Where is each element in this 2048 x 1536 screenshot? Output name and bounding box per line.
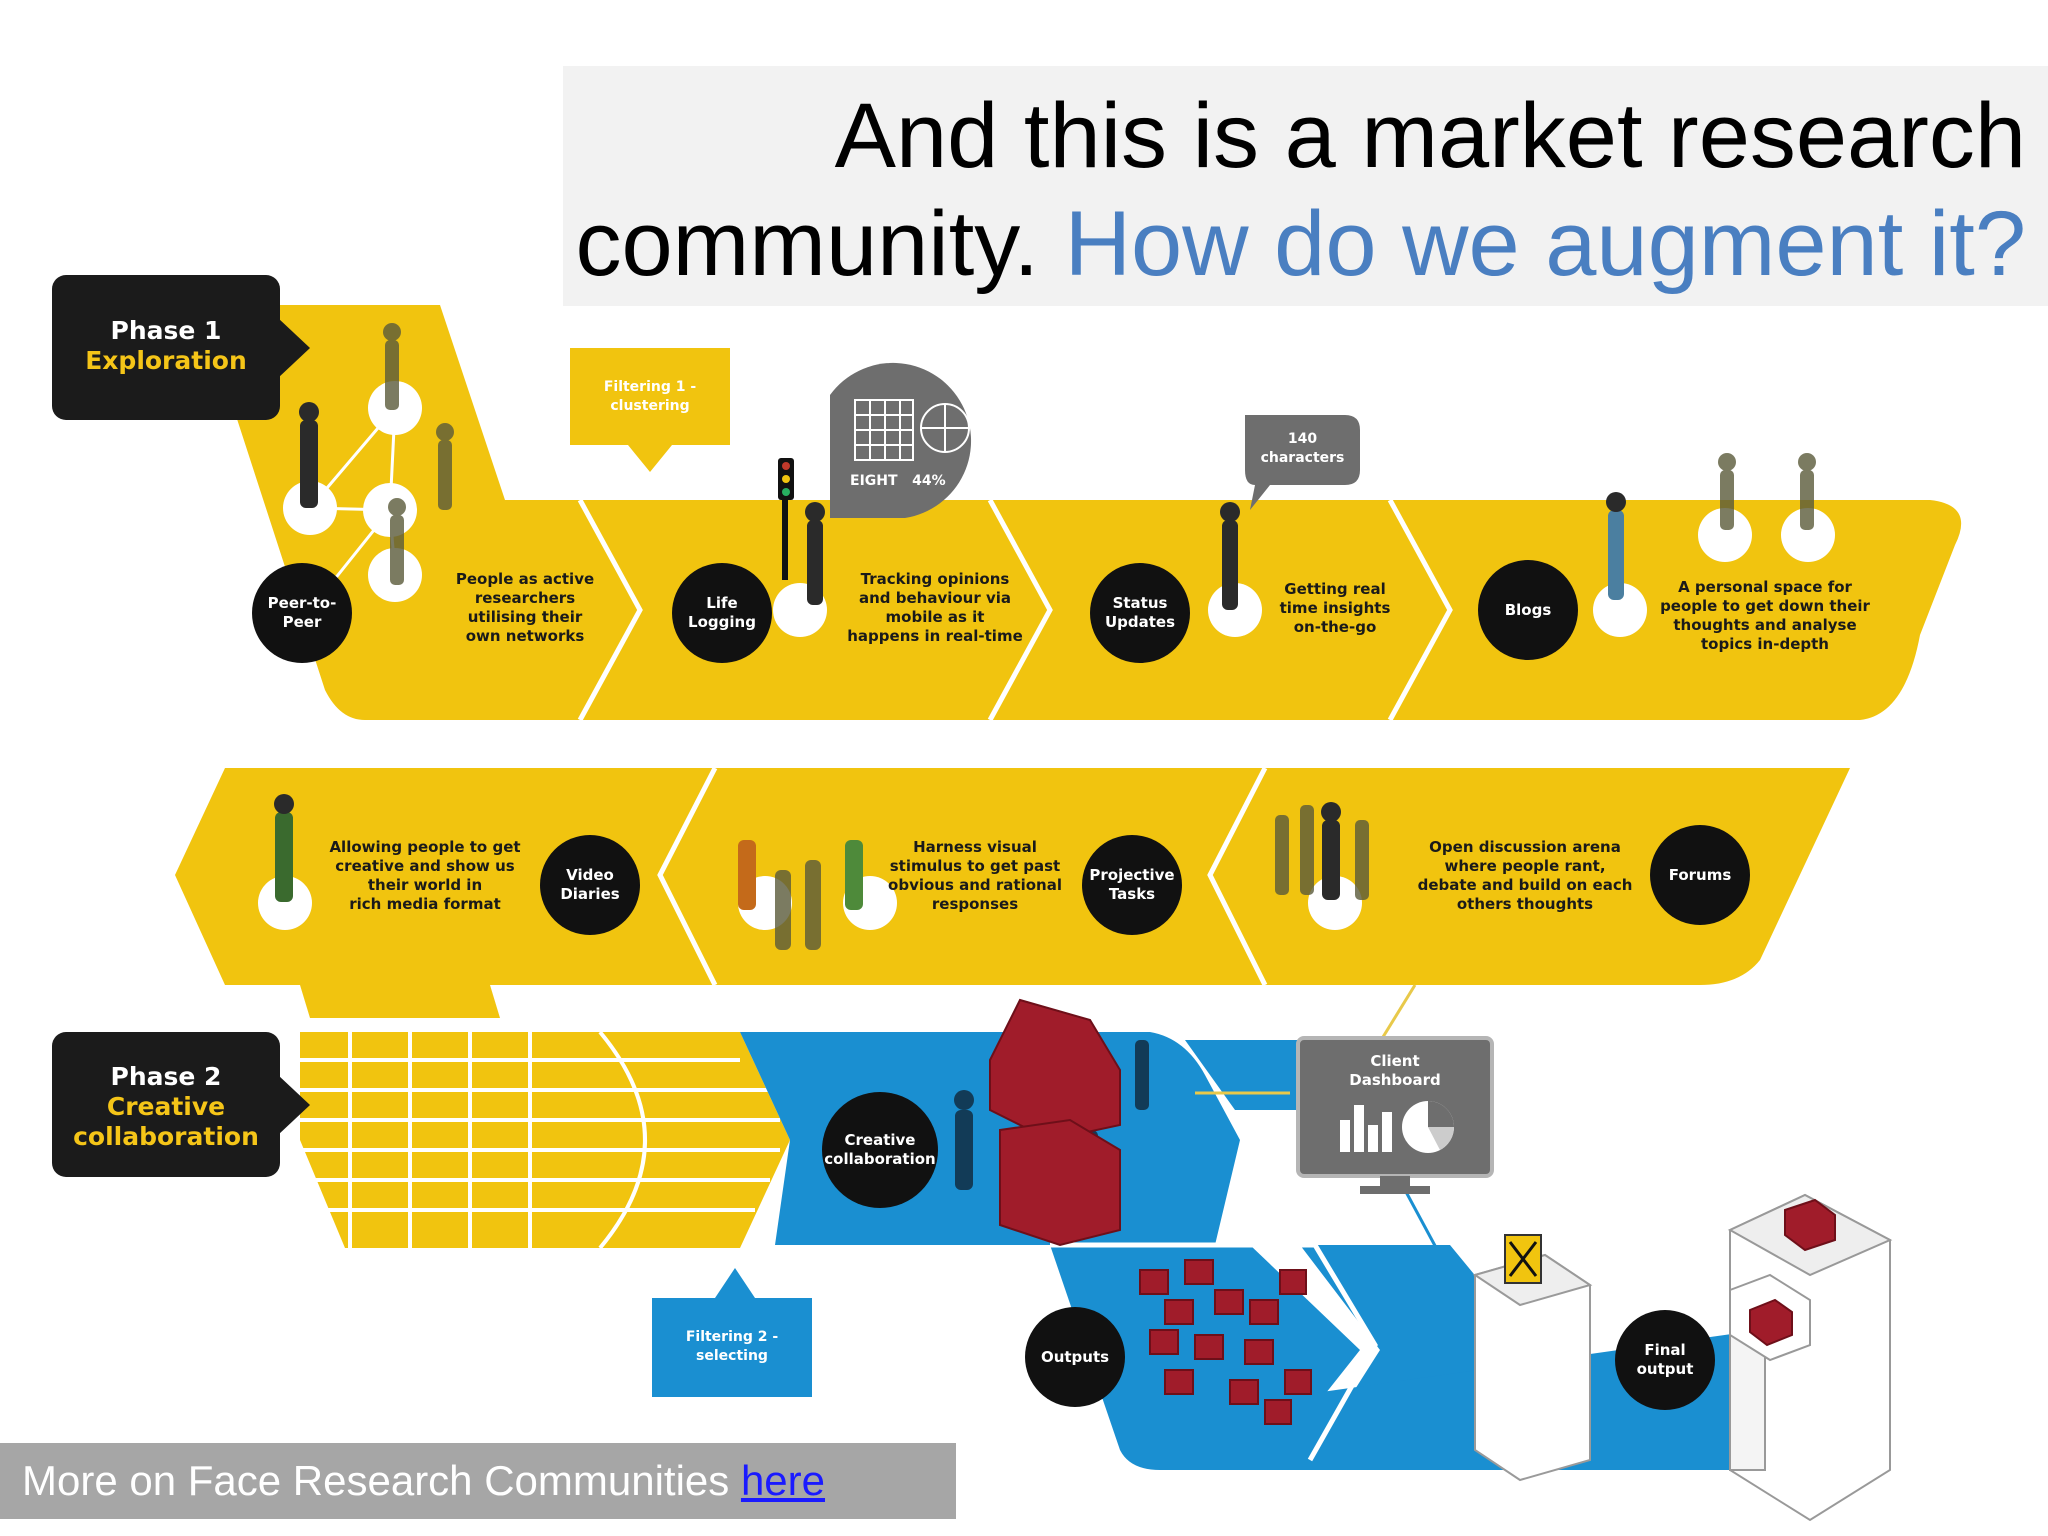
phase1-label: Phase 1 [110, 316, 222, 345]
dashboard-line1: Client [1370, 1052, 1420, 1070]
circle-label: Diaries [560, 885, 620, 903]
filtering1-line1: Filtering 1 - [603, 379, 697, 395]
desc-line: creative and show us [335, 857, 515, 875]
desc-line: A personal space for [1678, 578, 1852, 596]
filtering2-tag: Filtering 2 - selecting [652, 1328, 812, 1366]
desc-line: Harness visual [913, 838, 1037, 856]
client-dashboard-label: Client Dashboard [1298, 1052, 1492, 1090]
desc-line: topics in-depth [1701, 635, 1829, 653]
chars-line2: characters [1260, 450, 1345, 466]
circle-label: Tasks [1108, 885, 1156, 903]
desc-line: on-the-go [1293, 618, 1377, 636]
desc-line: rich media format [349, 895, 501, 913]
desc-line: Getting real [1284, 580, 1386, 598]
footer-text: More on Face Research Communities [22, 1457, 730, 1504]
desc-line: debate and build on each [1417, 876, 1633, 894]
desc-line: researchers [474, 589, 576, 607]
circle-label: Life [706, 594, 738, 612]
desc-line: Tracking opinions [860, 570, 1010, 588]
circle-label: Final [1644, 1341, 1686, 1359]
eight-percent: 44% [912, 473, 946, 489]
chars-line1: 140 [1287, 431, 1318, 447]
desc-line: happens in real-time [847, 627, 1023, 645]
desc-line: their world in [367, 876, 483, 894]
desc-line: responses [931, 895, 1019, 913]
circle-label: Peer-to- [267, 594, 337, 612]
phase1-arrow [278, 318, 310, 378]
desc-line: thoughts and analyse [1673, 616, 1857, 634]
desc-line: obvious and rational [888, 876, 1062, 894]
phase2-name-line1: Creative [106, 1092, 226, 1121]
dashboard-line2: Dashboard [1349, 1071, 1441, 1089]
circle-label: Blogs [1504, 600, 1552, 619]
footer-bar: More on Face Research Communities here [0, 1443, 956, 1519]
desc-line: utilising their [467, 608, 583, 626]
here-link[interactable]: here [740, 1457, 826, 1504]
desc-line: and behaviour via [858, 589, 1012, 607]
blogs-circle: Blogs [1478, 560, 1578, 660]
desc-line: mobile as it [885, 608, 985, 626]
title-plain: community. [575, 193, 1040, 295]
chars-bubble-text: 140 characters [1245, 430, 1360, 468]
circle-label: Status [1112, 594, 1168, 612]
title-line-1: And this is a market research [834, 85, 2026, 187]
circle-label: Projective [1089, 866, 1175, 884]
eight-label: EIGHT [850, 473, 898, 489]
phase2-name-line2: collaboration [73, 1122, 259, 1151]
phase2-yellow-funnel [300, 1032, 790, 1248]
filtering1-tag: Filtering 1 - clustering [570, 378, 730, 416]
desc-line: Open discussion arena [1429, 838, 1621, 856]
peer-to-peer-circle: Peer-to-Peer [252, 563, 352, 663]
title-line-2: community. How do we augment it? [563, 190, 2027, 298]
eight-bubble-text: EIGHT 44% [850, 472, 970, 491]
title-banner: And this is a market research community.… [563, 66, 2048, 306]
forums-circle: Forums [1650, 825, 1750, 925]
circle-label: Forums [1668, 865, 1732, 884]
circle-label: Video [566, 866, 614, 884]
desc-line: others thoughts [1456, 895, 1594, 913]
circle-label: output [1636, 1360, 1694, 1378]
desc-line: Allowing people to get [329, 838, 521, 856]
desc-line: where people rant, [1444, 857, 1606, 875]
desc-line: people to get down their [1660, 597, 1870, 615]
filtering1-line2: clustering [610, 398, 690, 414]
filtering2-line2: selecting [696, 1348, 768, 1364]
outputs-circle: Outputs [1025, 1307, 1125, 1407]
desc-line: People as active [455, 570, 595, 588]
circle-label: collaboration [824, 1150, 936, 1168]
circle-label: Logging [688, 613, 756, 631]
phase2-box: Phase 2 Creative collaboration [52, 1032, 280, 1177]
phase1-box: Phase 1 Exploration [52, 275, 280, 420]
row1-band [200, 305, 1962, 720]
title-question: How do we augment it? [1064, 193, 2026, 295]
circle-label: Updates [1104, 613, 1176, 631]
phase1-name: Exploration [85, 346, 247, 375]
circle-label: Outputs [1040, 1347, 1110, 1366]
circle-label: Peer [282, 613, 322, 631]
phase2-label: Phase 2 [110, 1062, 222, 1091]
desc-line: stimulus to get past [889, 857, 1061, 875]
desc-line: own networks [465, 627, 585, 645]
phase2-arrow [278, 1075, 310, 1135]
desc-line: time insights [1279, 599, 1391, 617]
filtering2-line1: Filtering 2 - [685, 1329, 779, 1345]
circle-label: Creative [844, 1131, 916, 1149]
